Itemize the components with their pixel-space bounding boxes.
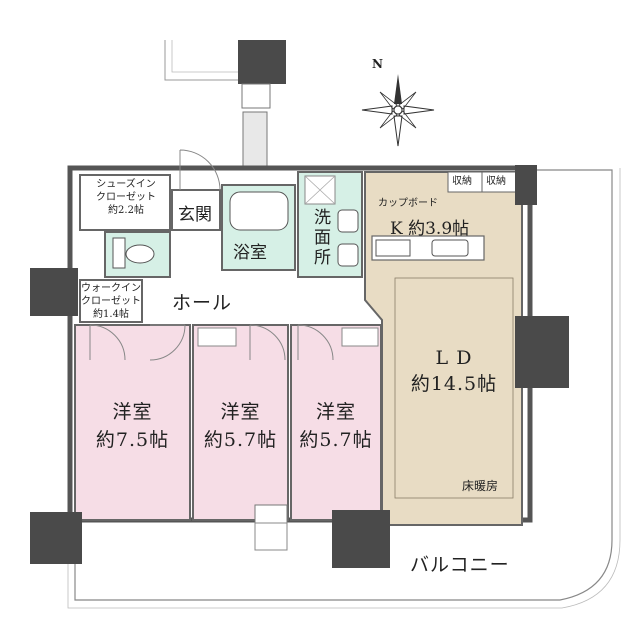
- compass-rose: [361, 74, 435, 147]
- bottom-pipe-space: [254, 504, 288, 524]
- bedroom-2-label: 洋室 約5.7帖: [193, 398, 288, 454]
- column-right-mid: [515, 316, 569, 388]
- bedroom-3-line1: 洋室: [315, 401, 356, 423]
- floor-heating-label: 床暖房: [462, 479, 499, 493]
- washroom-label: 洗面所: [310, 208, 330, 268]
- bedroom-2-line2: 約5.7帖: [203, 429, 278, 451]
- ld-inner-outline: [394, 277, 514, 499]
- service-ledge-inner: [171, 40, 238, 73]
- column-right-top: [515, 165, 537, 205]
- balcony-label: バルコニー: [410, 554, 510, 576]
- bedroom-1-door: [89, 324, 126, 361]
- compass-north-label: N: [372, 57, 383, 71]
- bedroom-3-line2: 約5.7帖: [299, 429, 373, 451]
- walkin-closet-label: ウォークイン クローゼット 約1.4帖: [80, 282, 142, 321]
- living-dining-label: L D 約14.5帖: [395, 345, 513, 397]
- service-ledge: [164, 40, 238, 81]
- bedroom-3-area: [290, 324, 382, 521]
- bedroom-1-label: 洋室 約7.5帖: [75, 398, 190, 454]
- kitchen-sink: [431, 239, 469, 257]
- shaft-top: [238, 40, 286, 84]
- balcony-inner-outline: [67, 168, 621, 609]
- walkin-closet-line1: ウォークイン: [81, 283, 141, 294]
- shoes-closet-line3: 約2.2帖: [108, 205, 144, 216]
- column-left-mid: [30, 268, 78, 316]
- stove: [375, 239, 411, 257]
- bedroom-2-line1: 洋室: [220, 401, 261, 423]
- column-mid-bottom: [332, 510, 390, 568]
- bathroom-label: 浴室: [233, 243, 267, 263]
- bedroom-2-closet: [197, 327, 237, 347]
- bottom-alcove: [254, 522, 288, 551]
- bedroom-1-line2: 約7.5帖: [95, 429, 170, 451]
- shaft-frame: [241, 83, 271, 109]
- bedroom-3-closet: [341, 327, 379, 347]
- shoes-closet-label: シューズイン クローゼット 約2.2帖: [82, 178, 170, 217]
- kitchen-label: K 約3.9帖: [390, 219, 470, 239]
- washbasin-1: [337, 209, 359, 233]
- walkin-closet-line2: クローゼット: [81, 296, 141, 307]
- walkin-closet-area: [79, 279, 143, 323]
- cupboard-label: カップボード: [378, 198, 438, 209]
- shoes-closet-line1: シューズイン: [96, 179, 156, 190]
- bedroom-3-label: 洋室 約5.7帖: [291, 398, 381, 454]
- bedroom-1-area: [74, 324, 191, 521]
- balcony-outline: [74, 169, 613, 601]
- shoes-closet-area: [79, 174, 171, 231]
- bedroom-2-door: [249, 324, 286, 361]
- compass-east-point: [403, 105, 435, 115]
- bedroom-2-area: [192, 324, 289, 521]
- entrance-door-swing: [179, 149, 221, 191]
- hall-label: ホール: [172, 292, 233, 314]
- bedroom-3-door: [297, 324, 334, 361]
- compass-south-point: [393, 115, 403, 147]
- bedroom-1-line1: 洋室: [112, 401, 153, 423]
- living-dining-line2: 約14.5帖: [410, 373, 498, 395]
- storage-2-label: 収納: [486, 176, 506, 187]
- washer-diag-2: [304, 175, 336, 205]
- toilet-tank: [112, 237, 126, 269]
- compass-west-point: [361, 105, 393, 115]
- living-dining-line1: L D: [435, 347, 473, 369]
- column-left-bottom: [30, 512, 82, 564]
- storage-1-label: 収納: [452, 176, 472, 187]
- entrance-area: [171, 189, 221, 231]
- compass-north-point: [394, 74, 402, 104]
- washbasin-2: [337, 243, 359, 267]
- shoes-closet-line2: クローゼット: [96, 192, 156, 203]
- toilet-bowl: [125, 244, 155, 264]
- bedroom-1-door-2: [149, 324, 186, 361]
- bathtub: [229, 191, 289, 231]
- walkin-closet-line3: 約1.4帖: [93, 309, 129, 320]
- entrance-label: 玄関: [178, 205, 212, 225]
- compass-center: [393, 105, 403, 115]
